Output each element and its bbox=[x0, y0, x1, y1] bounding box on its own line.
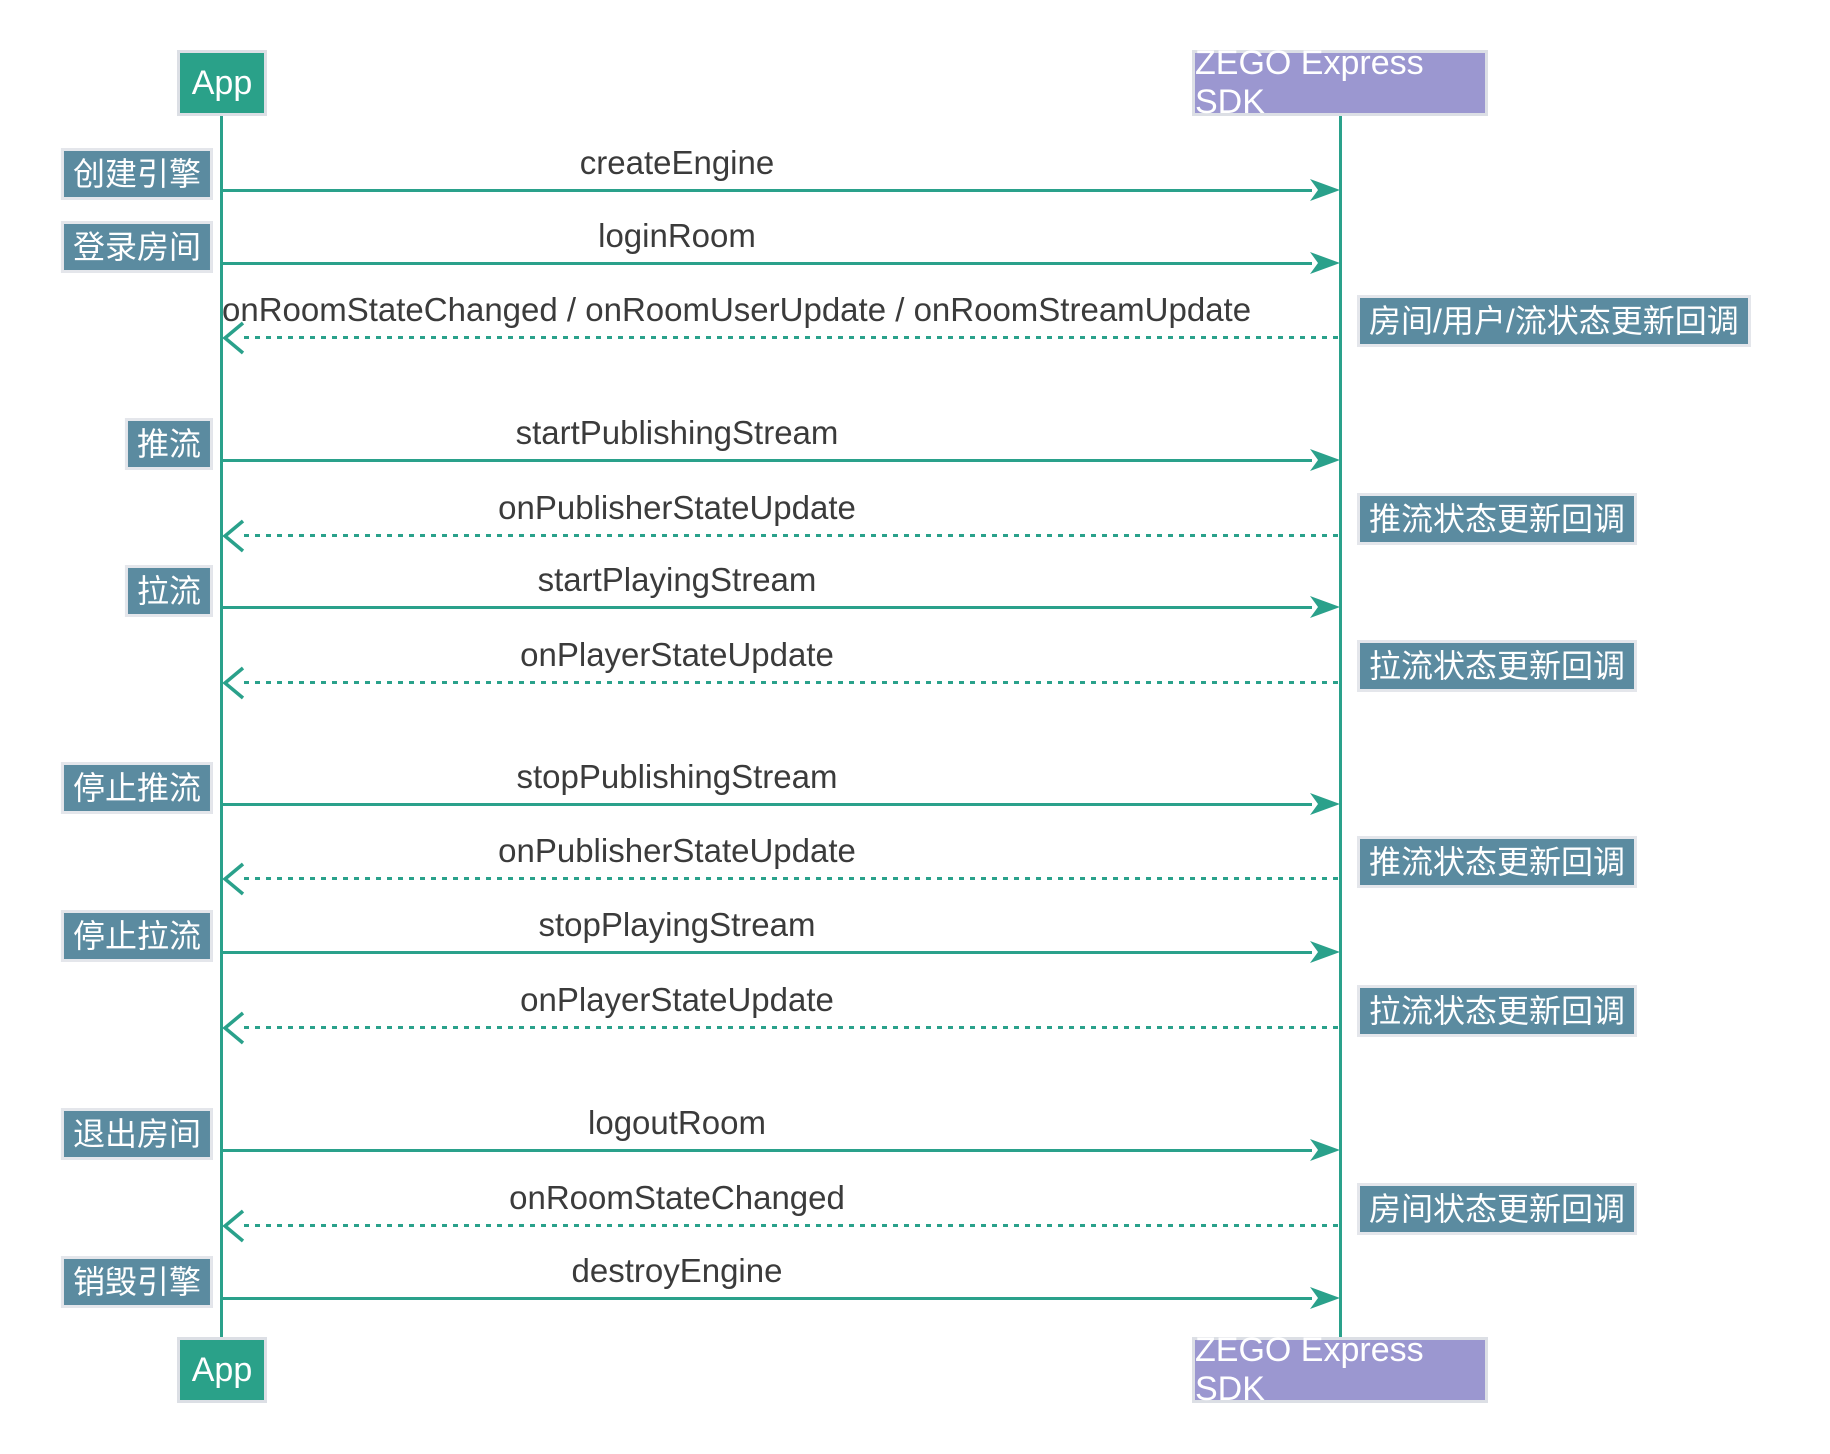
message-label: onPlayerStateUpdate bbox=[222, 978, 1132, 1022]
callback-arrow-line bbox=[244, 681, 1340, 684]
participant-app-top-label: App bbox=[191, 63, 253, 102]
message-text: stopPlayingStream bbox=[538, 906, 816, 943]
message-label: startPublishingStream bbox=[222, 411, 1132, 455]
message-text: onPlayerStateUpdate bbox=[520, 636, 834, 673]
message-label: logoutRoom bbox=[222, 1101, 1132, 1145]
arrowhead-right-icon bbox=[1310, 793, 1340, 815]
step-chip-label: 销毁引擎 bbox=[72, 1264, 201, 1300]
message-text: createEngine bbox=[579, 144, 775, 181]
participant-app-bottom: App bbox=[177, 1337, 267, 1403]
callback-chip-label: 拉流状态更新回调 bbox=[1369, 648, 1626, 684]
callback-arrow-line bbox=[244, 1224, 1340, 1227]
callback-arrow-line bbox=[244, 534, 1340, 537]
call-arrow-line bbox=[222, 1297, 1312, 1300]
call-arrow-line bbox=[222, 189, 1312, 192]
step-chip-stop-publish: 停止推流 bbox=[60, 762, 213, 814]
arrowhead-right-icon bbox=[1310, 1139, 1340, 1161]
step-chip-label: 登录房间 bbox=[72, 229, 201, 265]
participant-app-bottom-label: App bbox=[191, 1350, 253, 1389]
message-label: onPublisherStateUpdate bbox=[222, 486, 1132, 530]
arrowhead-right-icon bbox=[1310, 941, 1340, 963]
step-chip-publish: 推流 bbox=[124, 418, 213, 470]
message-label: onRoomStateChanged bbox=[222, 1176, 1132, 1220]
arrowhead-right-icon bbox=[1310, 1287, 1340, 1309]
arrowhead-left-icon bbox=[222, 1011, 245, 1045]
call-arrow-line bbox=[222, 606, 1312, 609]
callback-chip-label: 拉流状态更新回调 bbox=[1369, 993, 1626, 1029]
call-arrow-line bbox=[222, 1149, 1312, 1152]
message-text: stopPublishingStream bbox=[516, 758, 838, 795]
message-label: createEngine bbox=[222, 141, 1132, 185]
step-chip-create-engine: 创建引擎 bbox=[60, 148, 213, 200]
step-chip-logout-room: 退出房间 bbox=[60, 1108, 213, 1160]
callback-chip-player-state: 拉流状态更新回调 bbox=[1357, 985, 1638, 1037]
message-text: startPublishingStream bbox=[515, 414, 839, 451]
participant-sdk-top-label: ZEGO Express SDK bbox=[1195, 44, 1424, 121]
message-text: loginRoom bbox=[598, 217, 756, 254]
callback-arrow-line bbox=[244, 1026, 1340, 1029]
participant-sdk-bottom: ZEGO Express SDK bbox=[1192, 1331, 1488, 1408]
arrowhead-right-icon bbox=[1310, 449, 1340, 471]
message-text: startPlayingStream bbox=[537, 561, 817, 598]
lifeline-sdk bbox=[1339, 116, 1342, 1337]
step-chip-destroy-engine: 销毁引擎 bbox=[60, 1256, 213, 1308]
callback-chip-room-user-stream: 房间/用户/流状态更新回调 bbox=[1357, 295, 1751, 347]
message-label: onPlayerStateUpdate bbox=[222, 633, 1132, 677]
message-label: loginRoom bbox=[222, 214, 1132, 258]
message-text: logoutRoom bbox=[588, 1104, 766, 1141]
arrowhead-right-icon bbox=[1310, 596, 1340, 618]
arrowhead-left-icon bbox=[222, 862, 245, 896]
message-text: onRoomStateChanged bbox=[509, 1179, 845, 1216]
message-text: destroyEngine bbox=[571, 1252, 783, 1289]
step-chip-label: 推流 bbox=[136, 426, 201, 462]
arrowhead-right-icon bbox=[1310, 179, 1340, 201]
callback-chip-label: 房间/用户/流状态更新回调 bbox=[1369, 303, 1739, 339]
arrowhead-left-icon bbox=[222, 1209, 245, 1243]
message-label: stopPlayingStream bbox=[222, 903, 1132, 947]
message-label: startPlayingStream bbox=[222, 558, 1132, 602]
call-arrow-line bbox=[222, 951, 1312, 954]
callback-chip-publisher-state: 推流状态更新回调 bbox=[1357, 836, 1638, 888]
message-label: onPublisherStateUpdate bbox=[222, 829, 1132, 873]
call-arrow-line bbox=[222, 262, 1312, 265]
arrowhead-right-icon bbox=[1310, 252, 1340, 274]
arrowhead-left-icon bbox=[222, 321, 245, 355]
step-chip-label: 停止拉流 bbox=[72, 918, 201, 954]
step-chip-label: 创建引擎 bbox=[72, 156, 201, 192]
callback-chip-room-state: 房间状态更新回调 bbox=[1357, 1183, 1638, 1235]
callback-chip-label: 推流状态更新回调 bbox=[1369, 501, 1626, 537]
message-label: onRoomStateChanged / onRoomUserUpdate / … bbox=[222, 288, 1251, 332]
step-chip-label: 退出房间 bbox=[72, 1116, 201, 1152]
step-chip-login-room: 登录房间 bbox=[60, 221, 213, 273]
call-arrow-line bbox=[222, 803, 1312, 806]
message-text: onPlayerStateUpdate bbox=[520, 981, 834, 1018]
lifeline-app bbox=[220, 116, 223, 1337]
callback-chip-label: 推流状态更新回调 bbox=[1369, 844, 1626, 880]
message-text: onPublisherStateUpdate bbox=[498, 489, 856, 526]
callback-chip-player-state: 拉流状态更新回调 bbox=[1357, 640, 1638, 692]
callback-chip-label: 房间状态更新回调 bbox=[1369, 1191, 1626, 1227]
step-chip-play: 拉流 bbox=[124, 565, 213, 617]
step-chip-label: 停止推流 bbox=[72, 770, 201, 806]
callback-arrow-line bbox=[244, 877, 1340, 880]
participant-app-top: App bbox=[177, 50, 267, 116]
message-text: onRoomStateChanged / onRoomUserUpdate / … bbox=[222, 291, 1252, 328]
participant-sdk-bottom-label: ZEGO Express SDK bbox=[1195, 1331, 1424, 1408]
arrowhead-left-icon bbox=[222, 519, 245, 553]
step-chip-label: 拉流 bbox=[136, 573, 201, 609]
call-arrow-line bbox=[222, 459, 1312, 462]
message-label: stopPublishingStream bbox=[222, 755, 1132, 799]
arrowhead-left-icon bbox=[222, 666, 245, 700]
callback-chip-publisher-state: 推流状态更新回调 bbox=[1357, 493, 1638, 545]
callback-arrow-line bbox=[244, 336, 1340, 339]
participant-sdk-top: ZEGO Express SDK bbox=[1192, 44, 1488, 121]
step-chip-stop-play: 停止拉流 bbox=[60, 910, 213, 962]
message-text: onPublisherStateUpdate bbox=[498, 832, 856, 869]
message-label: destroyEngine bbox=[222, 1249, 1132, 1293]
